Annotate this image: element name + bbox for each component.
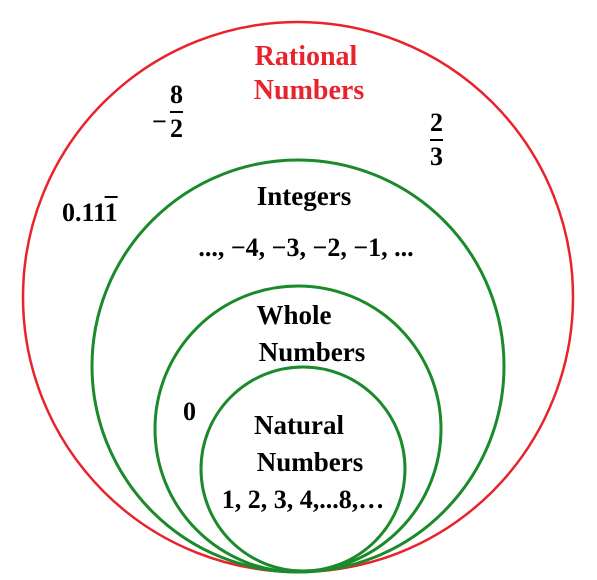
repeating-decimal: 0.111: [62, 200, 118, 226]
integers-label: Integers: [256, 181, 352, 211]
natural-numbers-label-line1: Natural: [254, 410, 344, 440]
natural-numbers-circle: [199, 365, 407, 573]
fraction-2-over-3: 2 3: [430, 110, 443, 170]
rational-numbers-label-line1: Rational: [254, 41, 358, 72]
fraction-denominator: 3: [430, 142, 443, 171]
whole-numbers-label-line2: Numbers: [258, 337, 366, 367]
fraction-numerator: 2: [430, 108, 443, 137]
whole-numbers-example-zero: 0: [183, 397, 196, 426]
natural-numbers-label-line2: Numbers: [256, 447, 364, 477]
integers-examples: ..., −4, −3, −2, −1, ...: [198, 233, 414, 262]
repeating-decimal-digit: 1: [104, 198, 118, 227]
fraction-denominator: 2: [170, 114, 183, 143]
negative-sign: −: [152, 107, 167, 136]
repeating-decimal-base: 0.11: [62, 198, 105, 227]
rational-numbers-label-line2: Numbers: [253, 75, 365, 106]
fraction-bar: [170, 111, 183, 113]
natural-numbers-examples: 1, 2, 3, 4,...8,…: [221, 485, 385, 514]
fraction-bar: [430, 139, 443, 141]
whole-numbers-label-line1: Whole: [256, 300, 332, 330]
fraction-numerator: 8: [170, 80, 183, 109]
fraction-neg-8-over-2: 8 2: [170, 82, 183, 142]
